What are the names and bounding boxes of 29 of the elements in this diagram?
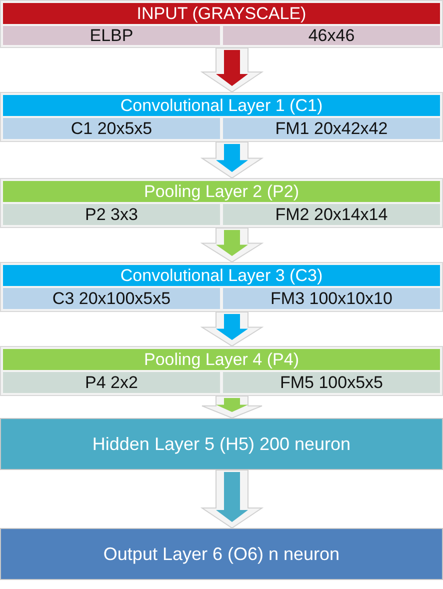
layer-header: INPUT (GRAYSCALE): [3, 3, 440, 24]
layer-panel: [0, 92, 443, 142]
layer-title: Hidden Layer 5 (H5) 200 neuron: [92, 432, 351, 456]
parameter-cell: FM2 20x14x14: [223, 204, 440, 225]
layer-title: Output Layer 6 (O6) n neuron: [103, 542, 340, 566]
block-arrow: [200, 48, 264, 93]
layer-panel: [0, 0, 443, 48]
layer-header: Convolutional Layer 1 (C1): [3, 95, 440, 116]
block-arrow: [200, 142, 264, 179]
parameter-cell: ELBP: [3, 26, 220, 45]
layer-header: Convolutional Layer 3 (C3): [3, 265, 440, 286]
parameter-cell: 46x46: [223, 26, 440, 45]
parameter-cell: FM3 100x10x10: [223, 288, 440, 309]
parameter-cell: FM5 100x5x5: [223, 372, 440, 393]
layer-panel: [0, 262, 443, 312]
parameter-cell: P2 3x3: [3, 204, 220, 225]
layer-header: Pooling Layer 2 (P2): [3, 181, 440, 202]
layer-box: [0, 528, 443, 580]
block-arrow: [200, 312, 264, 347]
parameter-cell: C3 20x100x5x5: [3, 288, 220, 309]
parameter-cell: FM1 20x42x42: [223, 118, 440, 139]
layer-panel: [0, 346, 443, 396]
block-arrow: [200, 470, 264, 529]
block-arrow: [200, 228, 264, 263]
parameter-cell: P4 2x2: [3, 372, 220, 393]
layer-panel: [0, 178, 443, 228]
layer-header: Pooling Layer 4 (P4): [3, 349, 440, 370]
parameter-cell: C1 20x5x5: [3, 118, 220, 139]
layer-box: [0, 418, 443, 470]
